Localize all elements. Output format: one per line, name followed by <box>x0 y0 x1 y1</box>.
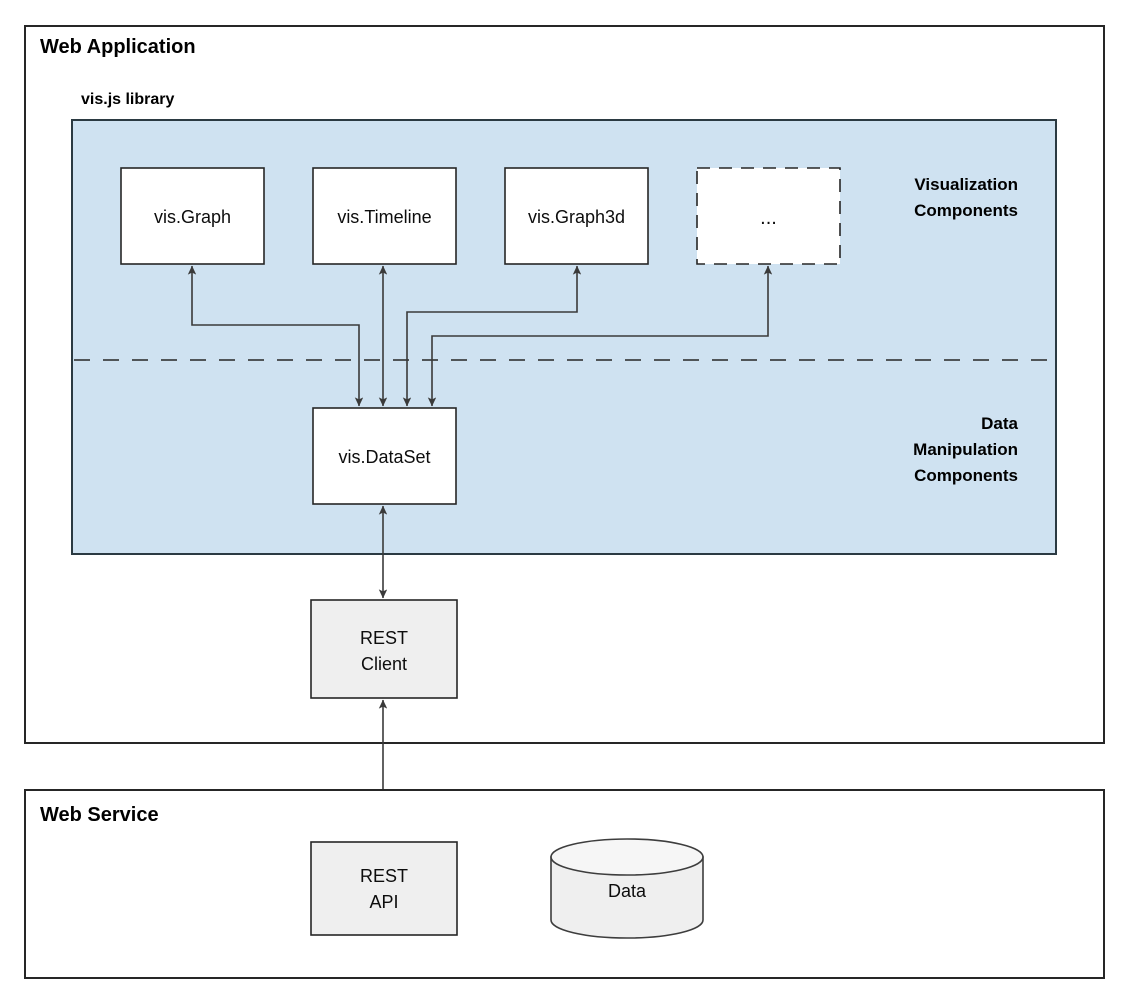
node-vis-timeline-box[interactable] <box>312 167 457 265</box>
group-label-visualization-line2: Components <box>914 201 1018 220</box>
node-rest-api[interactable]: REST API <box>310 841 458 936</box>
library-panel-title: vis.js library <box>81 91 174 108</box>
node-more-components[interactable]: ... <box>696 167 841 265</box>
node-rest-client-label-line2: Client <box>361 654 407 674</box>
frame-web-service-title: Web Service <box>40 804 159 826</box>
connector-dataset-to-more <box>427 265 773 407</box>
node-more-components-label: ... <box>760 207 777 229</box>
node-data-store[interactable]: Data <box>550 838 704 939</box>
node-vis-dataset-label: vis.DataSet <box>338 447 430 467</box>
node-rest-client-label-line1: REST <box>360 628 408 648</box>
group-label-data-manipulation-line3: Components <box>914 466 1018 485</box>
group-label-data-manipulation-line1: Data <box>981 414 1018 433</box>
connector-dataset-to-vis-graph <box>187 265 364 407</box>
frame-web-application-title: Web Application <box>40 36 196 58</box>
node-data-store-label: Data <box>608 881 647 901</box>
node-vis-graph3d[interactable]: vis.Graph3d <box>504 167 649 265</box>
node-vis-graph[interactable]: vis.Graph <box>120 167 265 265</box>
group-label-data-manipulation-line2: Manipulation <box>913 440 1018 459</box>
node-rest-client-box[interactable] <box>310 599 458 699</box>
node-vis-timeline[interactable]: vis.Timeline <box>312 167 457 265</box>
node-vis-timeline-label: vis.Timeline <box>337 207 431 227</box>
node-rest-api-label-line1: REST <box>360 866 408 886</box>
database-cylinder-top <box>550 838 704 876</box>
node-vis-graph-box[interactable] <box>120 167 265 265</box>
node-rest-api-box[interactable] <box>310 841 458 936</box>
node-vis-dataset[interactable]: vis.DataSet <box>312 407 457 505</box>
node-rest-client[interactable]: REST Client <box>310 599 458 699</box>
node-more-components-box[interactable] <box>696 167 841 265</box>
node-vis-graph-label: vis.Graph <box>154 207 231 227</box>
group-label-visualization-line1: Visualization <box>914 175 1018 194</box>
node-vis-graph3d-box[interactable] <box>504 167 649 265</box>
node-rest-api-label-line2: API <box>369 892 398 912</box>
node-vis-dataset-box[interactable] <box>312 407 457 505</box>
database-cylinder-body[interactable] <box>550 856 704 939</box>
node-vis-graph3d-label: vis.Graph3d <box>528 207 625 227</box>
